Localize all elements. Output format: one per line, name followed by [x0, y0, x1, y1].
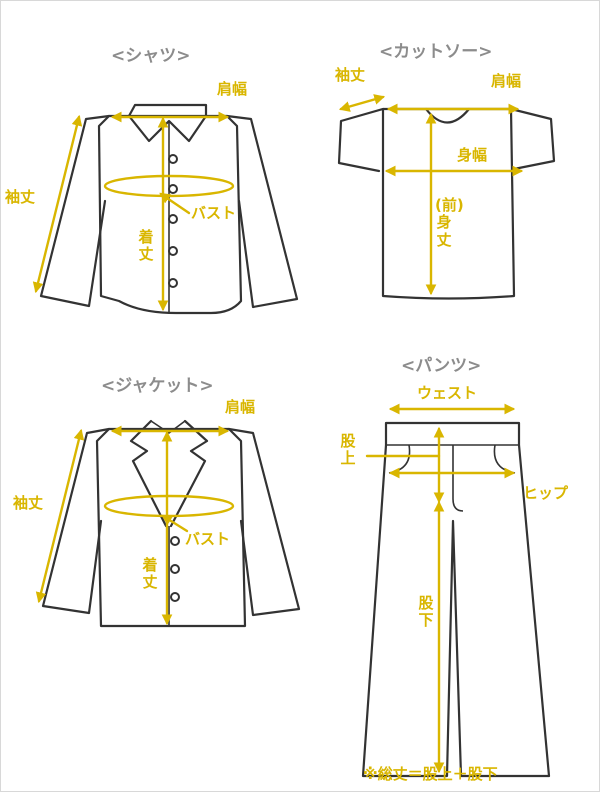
- shirt-sleeve-length-label: 袖丈: [5, 188, 36, 206]
- pants-left-pocket: [388, 444, 411, 474]
- shirt-body-length-label: 着丈: [138, 228, 154, 264]
- cutsew-right-sleeve: [509, 107, 556, 171]
- pants-total-length-note: ※総丈＝股上＋股下: [363, 765, 498, 783]
- pants-hip-label: ヒップ: [523, 484, 569, 502]
- shirt-sleeve-arrow: [32, 114, 83, 294]
- cutsew-sleeve-length-label: 袖丈: [335, 66, 366, 84]
- cutsew-shoulder-width-label: 肩幅: [491, 72, 522, 90]
- jacket-bust-ellipse: [103, 494, 235, 518]
- jacket-section-title: <ジャケット>: [101, 376, 214, 396]
- pants-illustration: [361, 403, 551, 778]
- jacket-button: [170, 592, 180, 602]
- jacket-bust-label: バスト: [185, 530, 231, 548]
- shirt-button: [168, 154, 178, 164]
- shirt-button: [168, 214, 178, 224]
- cutsew-sleeve-arrow: [338, 94, 386, 112]
- shirt-right-sleeve: [225, 114, 299, 309]
- jacket-sleeve-length-label: 袖丈: [13, 494, 44, 512]
- shirt-left-sleeve: [39, 114, 111, 308]
- pants-rise-label: 股上: [340, 432, 356, 468]
- jacket-sleeve-arrow: [35, 428, 85, 604]
- cutsew-neckline: [424, 107, 471, 124]
- pants-section-title: <パンツ>: [401, 356, 482, 376]
- cutsew-illustration: [337, 94, 556, 300]
- pants-outline: [361, 421, 551, 778]
- jacket-left-sleeve: [41, 427, 111, 615]
- cutsew-section-title: <カットソー>: [379, 42, 493, 62]
- shirt-button: [168, 246, 178, 256]
- pants-inseam-label: 股下: [418, 594, 434, 630]
- shirt-button: [168, 278, 178, 288]
- pants-fly: [452, 445, 464, 512]
- shirt-collar: [127, 103, 208, 143]
- jacket-right-sleeve: [227, 427, 301, 617]
- pants-right-pocket: [493, 444, 516, 474]
- cutsew-body-width-label: 身幅: [457, 146, 488, 164]
- shirt-illustration: [32, 103, 299, 315]
- cutsew-left-sleeve: [337, 107, 385, 173]
- jacket-illustration: [35, 419, 301, 628]
- jacket-button: [170, 564, 180, 574]
- shirt-bust-label: バスト: [191, 204, 237, 222]
- shirt-section-title: <シャツ>: [111, 46, 191, 66]
- cutsew-front-length-label: (前)身丈: [435, 196, 464, 249]
- shirt-button: [168, 184, 178, 194]
- jacket-left-lapel: [129, 419, 168, 528]
- cutsew-body-outline: [381, 107, 516, 300]
- jacket-right-lapel: [169, 419, 209, 528]
- jacket-body-length-label: 着丈: [142, 556, 158, 592]
- shirt-shoulder-width-label: 肩幅: [217, 80, 248, 98]
- jacket-shoulder-width-label: 肩幅: [225, 398, 256, 416]
- shirt-body-outline: [97, 114, 243, 315]
- jacket-button: [170, 536, 180, 546]
- pants-waist-label: ウェスト: [417, 384, 478, 402]
